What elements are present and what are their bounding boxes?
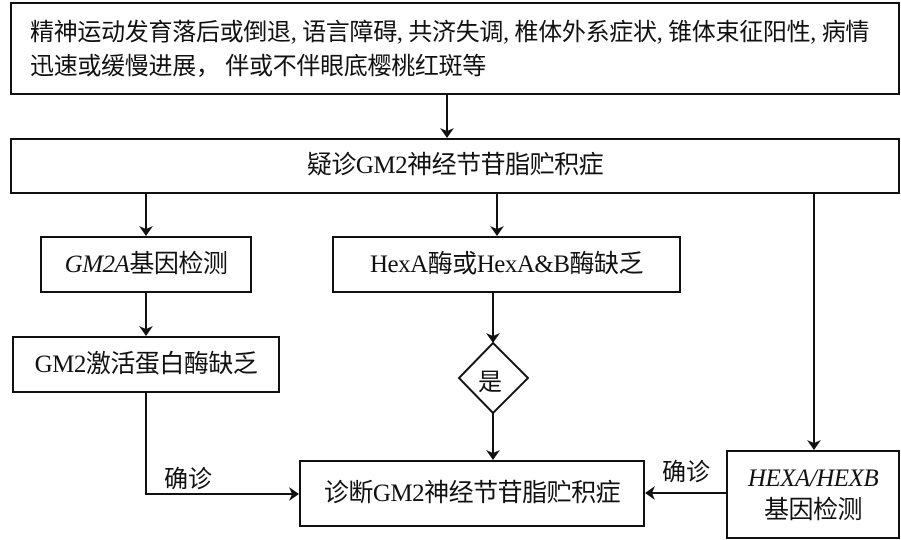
- symptoms-text: 精神运动发育落后或倒退, 语言障碍, 共济失调, 椎体外系症状, 锥体束征阳性,…: [30, 20, 870, 80]
- gm2a-gene-name: GM2A: [64, 250, 130, 278]
- confirm-label-right: 确诊: [662, 460, 710, 486]
- final-diagnosis-node: 诊断GM2神经节苷脂贮积症: [299, 460, 645, 527]
- hexa-hexb-gene-name: HEXA/HEXB: [747, 464, 879, 492]
- final-diagnosis-text: 诊断GM2神经节苷脂贮积症: [323, 479, 621, 507]
- hexa-enzyme-deficiency-node: HexA酶或HexA&B酶缺乏: [332, 236, 681, 293]
- suspected-diagnosis-text: 疑诊GM2神经节苷脂贮积症: [306, 152, 604, 179]
- hexa-enzyme-deficiency-text: HexA酶或HexA&B酶缺乏: [369, 250, 644, 278]
- gm2a-gene-test-node: GM2A基因检测: [40, 236, 252, 293]
- decision-yes-label: 是: [478, 370, 502, 396]
- activator-deficiency-text: GM2激活蛋白酶缺乏: [34, 350, 258, 378]
- gm2a-gene-test-suffix: 基因检测: [129, 250, 228, 278]
- activator-deficiency-node: GM2激活蛋白酶缺乏: [12, 336, 280, 393]
- hexa-hexb-gene-test-node: HEXA/HEXB 基因检测: [726, 450, 900, 539]
- symptoms-node: 精神运动发育落后或倒退, 语言障碍, 共济失调, 椎体外系症状, 锥体束征阳性,…: [10, 2, 900, 95]
- confirm-label-left: 确诊: [164, 467, 212, 493]
- gm2a-gene-test-text: GM2A基因检测: [65, 250, 228, 280]
- arrow-activator-to-diagnosis: [145, 393, 299, 501]
- hexa-hexb-gene-test-suffix: 基因检测: [763, 496, 863, 524]
- suspected-diagnosis-node: 疑诊GM2神经节苷脂贮积症: [10, 138, 900, 194]
